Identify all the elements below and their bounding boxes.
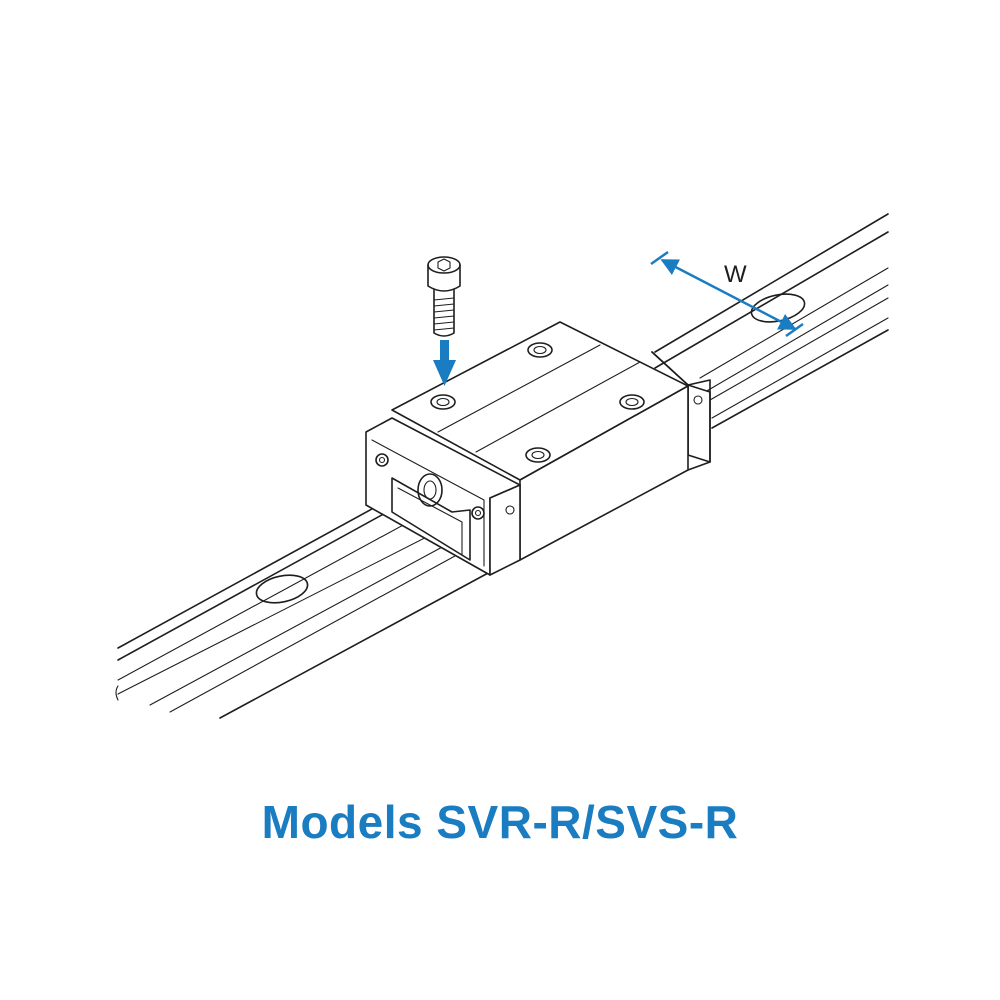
block-tapped-holes xyxy=(430,342,645,463)
down-arrow-icon xyxy=(433,340,456,386)
guide-rail xyxy=(115,213,889,719)
carriage-block xyxy=(365,321,711,576)
socket-head-cap-screw-icon xyxy=(427,256,461,337)
rail-mounting-hole-front xyxy=(255,574,309,604)
model-caption: Models SVR-R/SVS-R xyxy=(261,796,739,848)
dimension-arrow-icon xyxy=(650,250,804,338)
dimension-label-w: W xyxy=(724,261,747,288)
